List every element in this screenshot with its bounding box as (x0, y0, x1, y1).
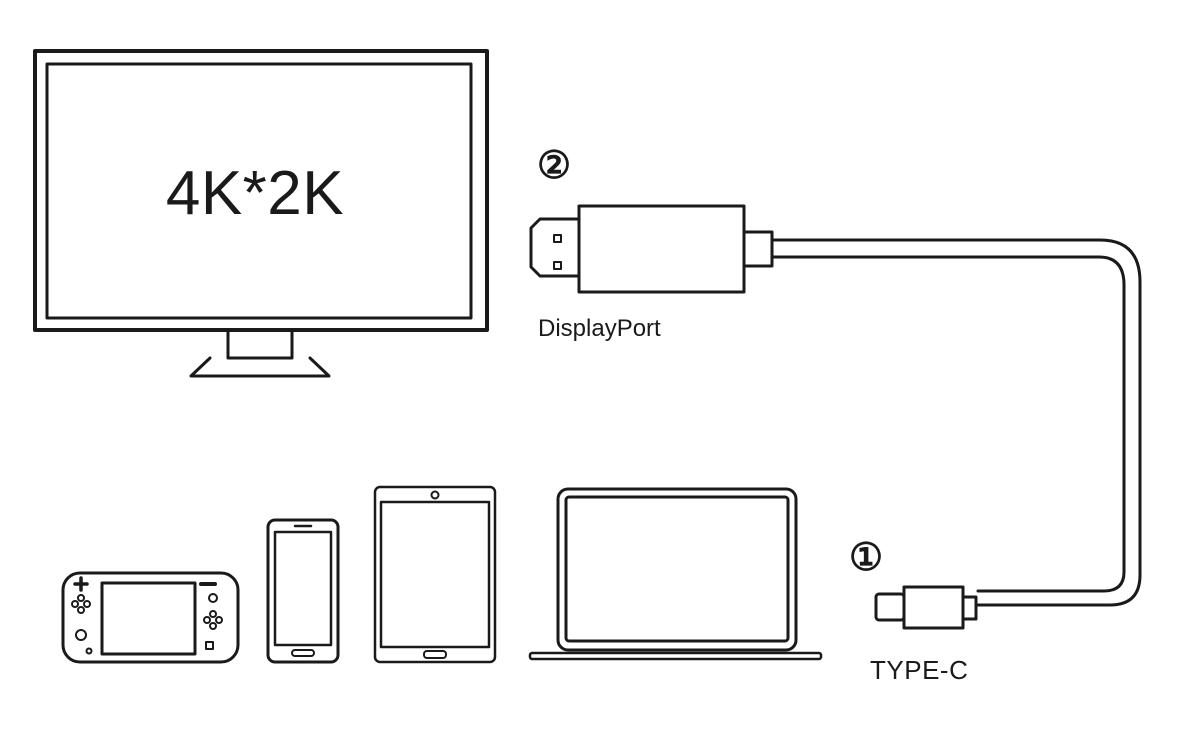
laptop-icon (528, 487, 823, 661)
displayport-connector-icon (529, 204, 774, 294)
monitor-icon (33, 49, 489, 378)
monitor-resolution-text: 4K*2K (165, 158, 345, 228)
cable (770, 238, 1142, 607)
step-1-marker: ① (848, 537, 884, 579)
type-c-label: TYPE-C (870, 655, 969, 685)
type-c-connector-icon (874, 585, 978, 630)
smartphone-icon (266, 518, 340, 664)
displayport-label: DisplayPort (538, 315, 661, 342)
handheld-console-icon (61, 571, 240, 664)
step-2-marker: ② (536, 145, 572, 187)
tablet-icon (373, 485, 497, 664)
